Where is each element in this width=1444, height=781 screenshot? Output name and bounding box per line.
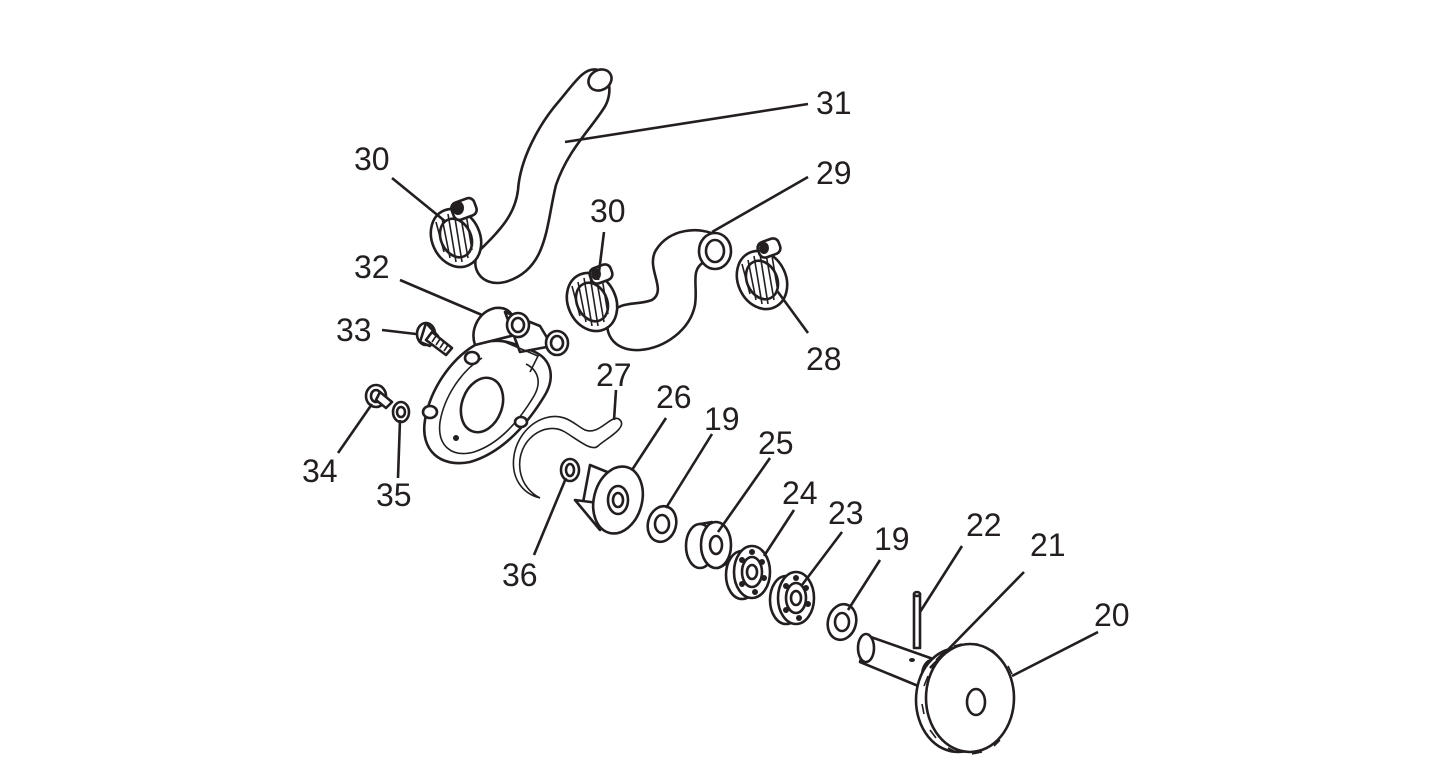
- label-20: 20: [1094, 597, 1130, 633]
- bearing-24-drawing: [724, 544, 772, 601]
- label-34: 34: [302, 453, 338, 489]
- label-23: 23: [828, 495, 864, 531]
- bearing-23-drawing: [768, 570, 816, 626]
- leader-lines: [336, 102, 1099, 678]
- label-30-left: 30: [354, 141, 390, 177]
- leader-26: [630, 417, 668, 471]
- label-29: 29: [816, 155, 852, 191]
- label-32: 32: [354, 249, 390, 285]
- leader-24: [762, 509, 796, 557]
- leader-27: [612, 389, 618, 421]
- leader-33: [381, 328, 417, 336]
- label-33: 33: [336, 312, 372, 348]
- seal-25-drawing: [684, 520, 733, 570]
- label-27: 27: [596, 357, 632, 393]
- impeller-26-drawing: [573, 463, 645, 535]
- label-24: 24: [782, 475, 818, 511]
- leader-19-lower: [846, 559, 882, 611]
- leader-36: [532, 477, 568, 556]
- leader-32: [399, 278, 483, 317]
- o-ring-36-drawing: [559, 457, 581, 483]
- label-22: 22: [966, 507, 1002, 543]
- leader-19-upper: [664, 433, 714, 509]
- washer-35-drawing: [391, 400, 411, 424]
- label-30-middle: 30: [590, 193, 626, 229]
- label-21: 21: [1030, 527, 1066, 563]
- leader-25: [716, 457, 772, 533]
- label-28: 28: [806, 341, 842, 377]
- leader-30-left: [391, 176, 447, 224]
- leader-29: [711, 175, 809, 234]
- hose-clamp-30-left-drawing: [429, 196, 483, 269]
- gasket-27-drawing: [512, 415, 623, 499]
- hose-29-drawing: [606, 228, 733, 352]
- part-labels: 31 30 29 30 32 33 28 27 26 19 25 34 24 3…: [302, 85, 1130, 633]
- bolt-33-drawing: [415, 321, 454, 357]
- pump-cover-32-drawing: [421, 306, 570, 465]
- gear-20-drawing: [914, 642, 1016, 755]
- washer-19-upper-drawing: [646, 504, 678, 544]
- label-25: 25: [758, 425, 794, 461]
- leader-20: [1011, 630, 1099, 678]
- screw-34-drawing: [364, 383, 394, 410]
- leader-22: [918, 545, 964, 613]
- washer-19-lower-drawing: [826, 602, 858, 642]
- leader-34: [336, 403, 374, 454]
- leader-21: [929, 571, 1025, 669]
- leader-23: [800, 531, 844, 586]
- pin-22-drawing: [912, 590, 922, 650]
- leader-28: [776, 291, 810, 334]
- label-36: 36: [502, 557, 538, 593]
- leader-30-middle: [596, 231, 606, 281]
- label-19-upper: 19: [704, 401, 740, 437]
- leader-35: [396, 419, 402, 479]
- hose-clamp-28-drawing: [735, 237, 789, 311]
- label-19-lower: 19: [874, 521, 910, 557]
- label-31: 31: [816, 85, 852, 121]
- hose-31-drawing: [474, 68, 613, 285]
- label-26: 26: [656, 379, 692, 415]
- label-35: 35: [376, 477, 412, 513]
- leader-31: [564, 102, 809, 144]
